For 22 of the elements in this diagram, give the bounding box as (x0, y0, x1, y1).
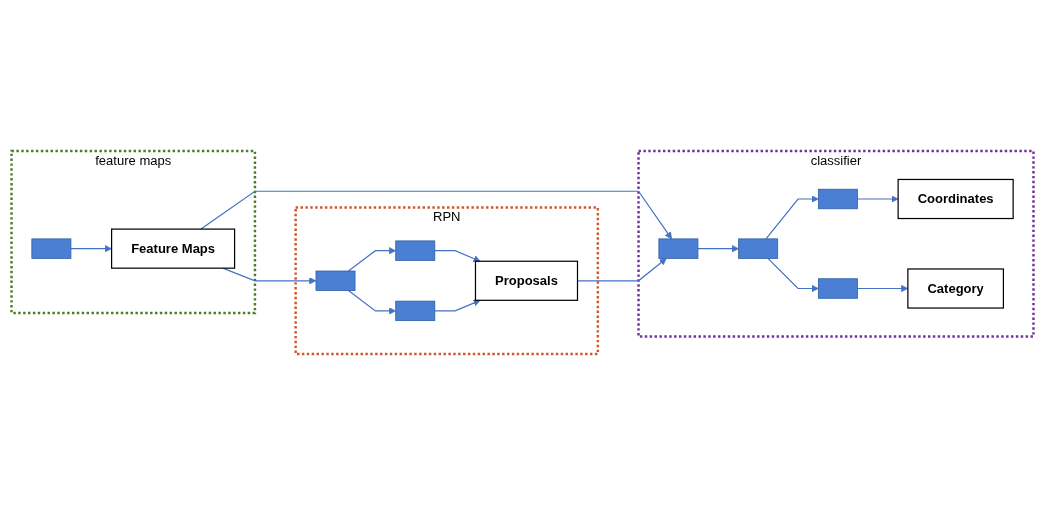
node-box (817, 188, 858, 210)
arrow (765, 195, 819, 240)
arrow (434, 299, 481, 312)
node-box: Feature Maps (111, 228, 236, 269)
node-box (817, 278, 858, 299)
node-box: Category (907, 268, 1004, 309)
node-box (738, 238, 779, 259)
node-box (31, 238, 72, 259)
arrow (70, 245, 112, 253)
node-box: Proposals (474, 260, 579, 301)
arrow (434, 250, 481, 263)
node-box (658, 238, 699, 259)
arrow (347, 289, 397, 315)
arrow (697, 245, 739, 253)
arrow (767, 257, 819, 293)
arrow (200, 190, 672, 240)
node-box: Coordinates (897, 178, 1014, 220)
node-box (395, 240, 436, 261)
arrow (347, 247, 397, 272)
node-box (395, 300, 436, 322)
node-box (315, 270, 356, 291)
arrow (856, 195, 899, 203)
